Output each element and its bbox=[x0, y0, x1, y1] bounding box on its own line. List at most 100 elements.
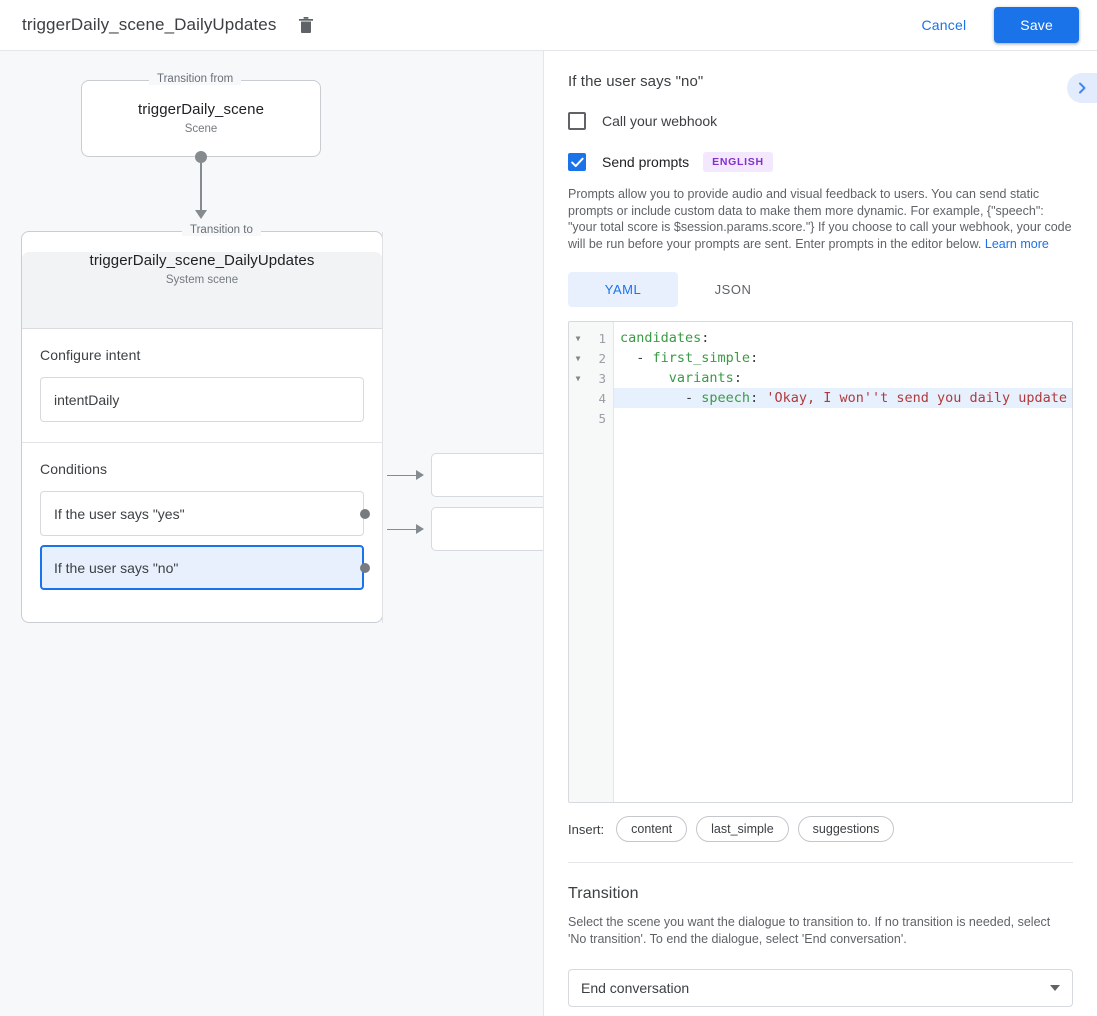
send-prompts-label: Send prompts bbox=[602, 154, 690, 170]
transition-select[interactable]: End conversation bbox=[568, 969, 1073, 1007]
prompts-description: Prompts allow you to provide audio and v… bbox=[568, 186, 1073, 252]
gutter-row: ▼3 bbox=[569, 368, 613, 388]
condition-port-no bbox=[360, 562, 370, 573]
target-node-no[interactable] bbox=[431, 507, 543, 551]
check-icon bbox=[570, 157, 584, 167]
fold-triangle-icon[interactable]: ▼ bbox=[575, 373, 581, 383]
edge-arrowhead-no bbox=[416, 524, 424, 534]
code-line[interactable]: candidates: bbox=[614, 328, 1072, 348]
code-line[interactable]: variants: bbox=[614, 368, 1072, 388]
conditions-label: Conditions bbox=[40, 461, 108, 477]
code-token: : bbox=[733, 370, 742, 386]
condition-item-no[interactable]: If the user says "no" bbox=[40, 545, 364, 590]
transition-select-value: End conversation bbox=[581, 980, 690, 996]
conditions-section: Conditions If the user says "yes" If the… bbox=[22, 442, 382, 610]
save-button[interactable]: Save bbox=[994, 7, 1079, 43]
code-token: : bbox=[701, 330, 710, 346]
language-badge: ENGLISH bbox=[703, 152, 773, 172]
line-number: 5 bbox=[598, 410, 606, 426]
transition-to-subtitle: System scene bbox=[165, 274, 239, 286]
tab-yaml[interactable]: YAML bbox=[568, 272, 678, 307]
cancel-button[interactable]: Cancel bbox=[908, 9, 981, 41]
code-token: first_simple bbox=[652, 350, 751, 366]
top-app-bar: triggerDaily_scene_DailyUpdates Cancel S… bbox=[0, 0, 1097, 51]
transition-from-node[interactable]: Transition from triggerDaily_scene Scene bbox=[81, 73, 321, 157]
trash-icon bbox=[299, 17, 314, 33]
panel-divider bbox=[568, 862, 1073, 863]
code-token: 'Okay, I won''t send you daily update bbox=[766, 390, 1068, 406]
gutter-row: ▼1 bbox=[569, 328, 613, 348]
condition-row-yes: If the user says "yes" bbox=[40, 491, 370, 536]
tab-json[interactable]: JSON bbox=[714, 282, 752, 297]
code-token: : bbox=[750, 350, 759, 366]
chevron-right-icon bbox=[1079, 82, 1086, 94]
configure-intent-label: Configure intent bbox=[40, 347, 141, 363]
webhook-checkbox[interactable] bbox=[568, 112, 586, 130]
details-panel: If the user says "no" Call your webhook … bbox=[543, 51, 1097, 1016]
fold-triangle-icon[interactable]: ▼ bbox=[575, 353, 581, 363]
code-token: variants bbox=[668, 370, 734, 386]
condition-port-yes bbox=[360, 508, 370, 519]
transition-to-header: triggerDaily_scene_DailyUpdates System s… bbox=[22, 252, 382, 329]
gutter-row: 4 bbox=[569, 388, 613, 408]
transition-from-title: triggerDaily_scene bbox=[137, 101, 265, 118]
insert-chip-last-simple[interactable]: last_simple bbox=[696, 816, 789, 842]
gutter-row: 5 bbox=[569, 408, 613, 428]
prompts-description-text: Prompts allow you to provide audio and v… bbox=[568, 187, 1072, 251]
insert-row: Insert: content last_simple suggestions bbox=[568, 816, 1073, 842]
chevron-down-icon bbox=[1050, 985, 1060, 991]
webhook-label: Call your webhook bbox=[602, 113, 718, 129]
transition-section-title: Transition bbox=[568, 885, 639, 902]
edge-line-vertical bbox=[200, 157, 202, 213]
panel-title: If the user says "no" bbox=[568, 73, 704, 90]
line-number: 4 bbox=[598, 390, 606, 406]
delete-button[interactable] bbox=[292, 11, 320, 39]
format-tabs: YAML JSON bbox=[568, 272, 1073, 307]
code-token: - bbox=[620, 390, 702, 406]
code-line[interactable]: - speech: 'Okay, I won''t send you daily… bbox=[614, 388, 1072, 408]
line-number: 3 bbox=[598, 370, 606, 386]
code-line[interactable]: - first_simple: bbox=[614, 348, 1072, 368]
transition-to-legend: Transition to bbox=[182, 224, 261, 236]
page-title: triggerDaily_scene_DailyUpdates bbox=[22, 15, 277, 34]
expand-panel-button[interactable] bbox=[1067, 73, 1097, 103]
transition-from-subtitle: Scene bbox=[184, 123, 218, 135]
code-token: : bbox=[750, 390, 767, 406]
editor-code-area[interactable]: candidates: - first_simple: variants: - … bbox=[614, 322, 1072, 802]
condition-item-yes[interactable]: If the user says "yes" bbox=[40, 491, 364, 536]
insert-chip-content[interactable]: content bbox=[616, 816, 688, 842]
edge-line-no bbox=[387, 529, 422, 530]
fold-triangle-icon[interactable]: ▼ bbox=[575, 333, 581, 343]
code-token: speech bbox=[701, 390, 751, 406]
intent-field[interactable]: intentDaily bbox=[40, 377, 364, 422]
code-token bbox=[620, 370, 669, 386]
insert-chip-suggestions[interactable]: suggestions bbox=[797, 816, 895, 842]
panel-header: If the user says "no" bbox=[544, 51, 1097, 90]
transition-to-node[interactable]: Transition to triggerDaily_scene_DailyUp… bbox=[21, 224, 383, 623]
webhook-row: Call your webhook bbox=[568, 112, 1073, 130]
send-prompts-row: Send prompts ENGLISH bbox=[568, 152, 1073, 172]
target-node-yes[interactable] bbox=[431, 453, 543, 497]
edge-line-yes bbox=[387, 475, 422, 476]
line-number: 1 bbox=[598, 330, 606, 346]
learn-more-link[interactable]: Learn more bbox=[984, 236, 1049, 251]
code-token: - bbox=[620, 350, 653, 366]
transition-description: Select the scene you want the dialogue t… bbox=[568, 915, 1051, 946]
line-number: 2 bbox=[598, 350, 606, 366]
topbar-actions: Cancel Save bbox=[908, 7, 1079, 43]
gutter-row: ▼2 bbox=[569, 348, 613, 368]
transition-to-title: triggerDaily_scene_DailyUpdates bbox=[89, 252, 315, 269]
code-line[interactable] bbox=[614, 408, 1072, 428]
canvas-guide-line bbox=[382, 232, 383, 623]
configure-intent-section: Configure intent intentDaily bbox=[22, 329, 382, 442]
edge-arrowhead-yes bbox=[416, 470, 424, 480]
send-prompts-checkbox[interactable] bbox=[568, 153, 586, 171]
scene-graph-canvas[interactable]: Transition from triggerDaily_scene Scene… bbox=[0, 51, 543, 1016]
condition-row-no: If the user says "no" bbox=[40, 545, 370, 590]
insert-label: Insert: bbox=[568, 821, 605, 837]
code-token: candidates bbox=[620, 330, 702, 346]
panel-body: Call your webhook Send prompts ENGLISH P… bbox=[544, 112, 1097, 1007]
transition-from-legend: Transition from bbox=[149, 73, 242, 85]
